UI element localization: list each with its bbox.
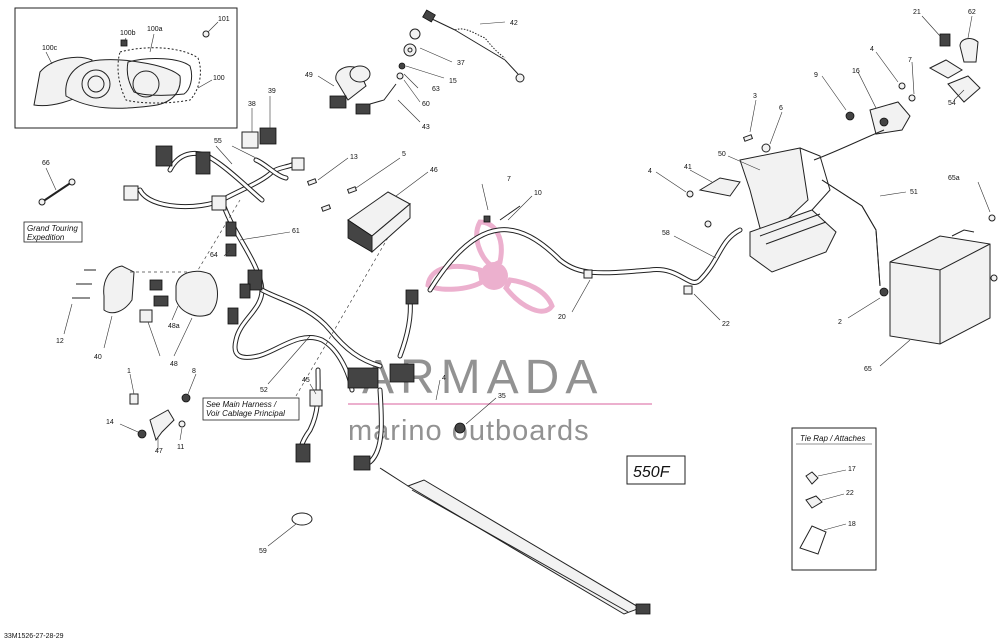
module-group: 13 5 46 [306,151,438,254]
battery-group: 51 2 65a 65 [821,175,998,373]
callout-100b: 100b [120,30,136,37]
callout-55: 55 [214,138,222,145]
callout-6: 6 [779,105,783,112]
callout-22b: 22 [846,490,854,497]
callout-41: 41 [684,164,692,171]
callout-15: 15 [449,78,457,85]
callout-14: 14 [106,419,114,426]
part-59-group: 59 [259,512,313,555]
callout-18: 18 [848,521,856,528]
callout-46: 46 [430,167,438,174]
callout-4b: 4 [648,168,652,175]
callout-3: 3 [753,93,757,100]
callout-17: 17 [848,466,856,473]
callout-65: 65 [864,366,872,373]
handlebar-switch-group: 12 40 48a 48 [56,265,218,368]
callout-43: 43 [422,124,430,131]
tie-rap-legend: Tie Rap / Attaches 17 22 18 [791,427,877,571]
ground-bracket-group: 1 8 14 47 11 [106,368,197,455]
callout-37: 37 [457,60,465,67]
callout-63: 63 [432,86,440,93]
callout-7b: 7 [908,57,912,64]
callout-100a: 100a [147,26,163,33]
model-label-box: 550F [626,455,686,485]
callout-61: 61 [292,228,300,235]
callout-48a: 48a [168,323,180,330]
callout-38: 38 [248,101,256,108]
watermark: ARMADA marino outboards [348,219,652,447]
callout-7: 7 [507,176,511,183]
callout-66: 66 [42,160,50,167]
watermark-tagline: marino outboards [348,415,590,447]
callout-11: 11 [177,444,184,451]
battery-tray-group: 4 41 50 3 6 [648,93,837,273]
callout-5: 5 [402,151,406,158]
callout-62: 62 [968,9,976,16]
main-harness-note-line2: Voir Cablage Principal [206,409,285,418]
callout-100c: 100c [42,45,58,52]
routing-cable-group: 7 10 20 22 58 4 35 [427,176,743,434]
callout-60: 60 [422,101,430,108]
callout-45: 45 [302,377,310,384]
grand-touring-line2: Expedition [27,233,65,242]
callout-48: 48 [170,361,178,368]
long-strip [379,467,651,615]
callout-40: 40 [94,354,102,361]
callout-9: 9 [814,72,818,79]
callout-64: 64 [210,252,218,259]
callout-42: 42 [510,20,518,27]
callout-52: 52 [260,387,268,394]
grand-touring-line1: Grand Touring [27,224,78,233]
callout-16: 16 [852,68,860,75]
document-number: 33M1526-27-28-29 [4,633,64,640]
callout-65a: 65a [948,175,960,182]
callout-49: 49 [305,72,313,79]
callout-12: 12 [56,338,64,345]
cable-and-switch-group: 42 37 15 63 60 43 49 [305,9,525,131]
callout-47: 47 [155,448,163,455]
callout-10: 10 [534,190,542,197]
callout-100: 100 [213,75,225,82]
tie-rap-title: Tie Rap / Attaches [800,434,865,443]
callout-59: 59 [259,548,267,555]
callout-2: 2 [838,319,842,326]
main-harness-note-line1: See Main Harness / [206,400,277,409]
callout-51: 51 [910,189,918,196]
callout-101: 101 [218,16,230,23]
callout-22: 22 [722,321,730,328]
callout-4: 4 [442,375,446,382]
callout-54: 54 [948,100,956,107]
callout-39: 39 [268,88,276,95]
callout-4c: 4 [870,46,874,53]
callout-50: 50 [718,151,726,158]
model-label: 550F [633,464,671,481]
cluster-inset: 100c 100b 100a 101 100 [14,7,238,129]
solenoid-group: 9 16 4 7 21 62 54 [813,9,981,161]
callout-21: 21 [913,9,921,16]
callout-13: 13 [350,154,358,161]
callout-20: 20 [558,314,566,321]
main-harness-note: See Main Harness / Voir Cablage Principa… [202,397,300,421]
callout-1: 1 [127,368,131,375]
antenna-group: 66 Grand Touring Expedition [23,160,83,243]
callout-8: 8 [192,368,196,375]
callout-35: 35 [498,393,506,400]
main-harness: 38 39 55 61 64 52 45 [123,88,419,471]
callout-58: 58 [662,230,670,237]
